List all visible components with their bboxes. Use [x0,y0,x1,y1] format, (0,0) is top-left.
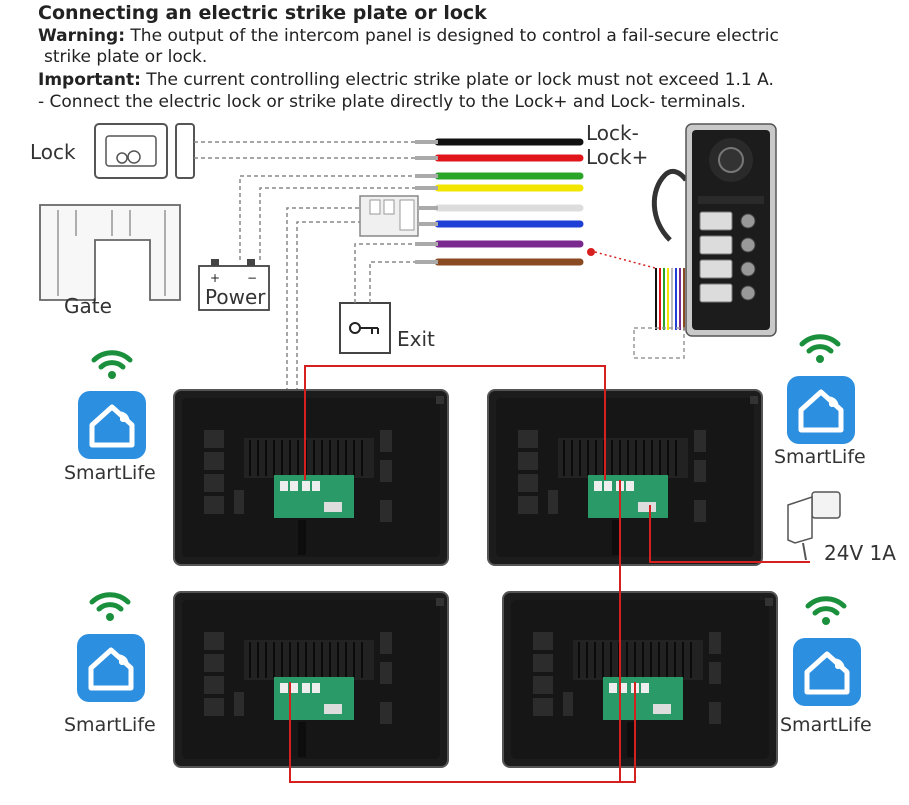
warning-line-1: Warning: The output of the intercom pane… [38,26,779,46]
wifi-icon [92,595,128,621]
outdoor-intercom-panel [651,123,777,337]
smartlife-house-icon [793,638,861,706]
battery-icon: + − [198,259,270,311]
smartlife-label: SmartLife [64,714,156,736]
smartlife-label: SmartLife [774,446,866,468]
terminal-connector [359,195,419,237]
smartlife-label: SmartLife [64,462,156,484]
lock-minus-label: Lock- [586,121,639,145]
connect-instruction: - Connect the electric lock or strike pl… [38,92,746,112]
wifi-icon [808,599,844,625]
wifi-icon [802,337,838,363]
lock-plus-label: Lock+ [586,145,648,169]
indoor-monitor-top-left [173,389,449,566]
adapter-label: 24V 1A [824,541,896,565]
panel-pigtail-wires [655,268,685,330]
gate-device [39,204,181,301]
important-label: Important: [38,70,141,90]
power-label: Power [205,285,266,309]
important-text: The current controlling electric strike … [140,70,774,90]
smartlife-house-icon [78,391,146,459]
plug-icon [787,491,841,561]
warning-line-2: strike plate or lock. [44,47,208,67]
exit-label: Exit [397,327,435,351]
smartlife-label: SmartLife [780,714,872,736]
svg-text:+: + [210,271,220,285]
dashed-connections [194,141,415,420]
warning-label: Warning: [38,26,126,46]
exit-button-device [339,302,391,354]
smartlife-house-icon [787,376,855,444]
lock-label: Lock [30,140,76,164]
bus-wiring [289,365,810,783]
wire-bundle [434,138,584,266]
indoor-monitor-bottom-right [502,591,778,768]
page-title: Connecting an electric strike plate or l… [38,2,487,24]
warning-text-1: The output of the intercom panel is desi… [125,26,779,46]
indoor-monitor-bottom-left [173,591,449,768]
wifi-icon [94,353,130,379]
gate-label: Gate [64,294,112,318]
indoor-monitor-top-right [487,389,763,566]
key-icon [349,322,379,334]
important-line: Important: The current controlling elect… [38,70,774,90]
lock-device [94,123,195,179]
smartlife-house-icon [77,634,145,702]
svg-text:−: − [247,271,257,285]
